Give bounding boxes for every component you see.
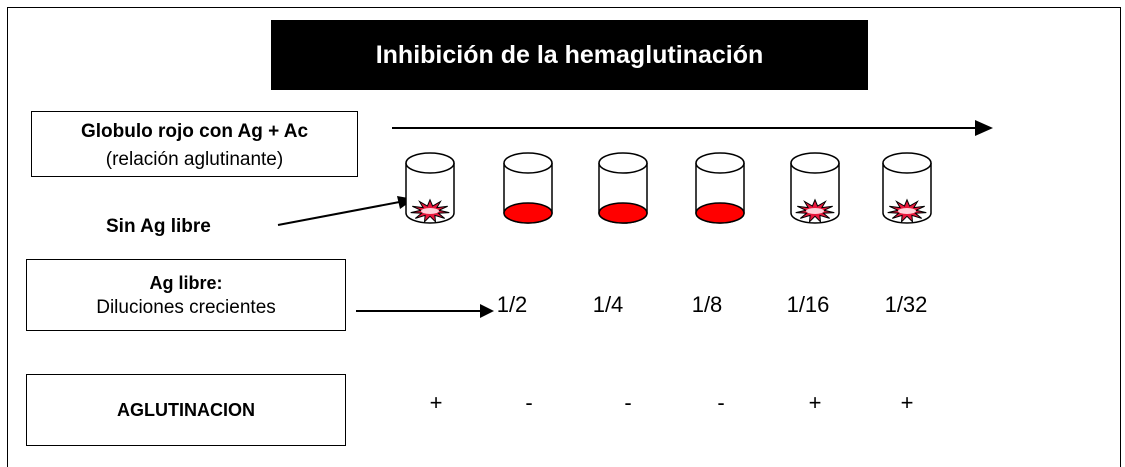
agglutination-highlight [898,208,916,214]
red-cell-sediment [695,202,745,224]
red-cell-sediment [503,202,553,224]
ag-libre-line1: Ag libre: [149,273,223,293]
agglutination-highlight [806,208,824,214]
ag-libre-arrowhead [480,304,494,318]
aglutinacion-box: AGLUTINACION [26,374,346,446]
dilution-label: 1/32 [884,292,928,317]
sin-ag-libre-label: Sin Ag libre [106,216,211,237]
dilution-label: 1/2 [496,292,528,317]
ag-libre-box: Ag libre: Diluciones crecientes [26,259,346,331]
test-tube [503,152,553,224]
result-sign: + [900,390,914,415]
test-tube [405,152,455,224]
test-tube [695,152,745,224]
result-sign: + [429,390,443,415]
result-sign: + [808,390,822,415]
test-tube [882,152,932,224]
cells-label-line1: Globulo rojo con Ag + Ac [80,121,309,142]
cells-label-line2: (relación aglutinante) [105,149,284,170]
dilution-direction-arrowhead [975,120,993,136]
dilution-label: 1/8 [691,292,723,317]
ag-libre-line2: Diluciones crecientes [96,297,276,318]
cells-label-box: Globulo rojo con Ag + Ac (relación aglut… [31,111,358,177]
aglutinacion-label: AGLUTINACION [117,399,255,420]
test-tube [598,152,648,224]
result-sign: - [717,390,725,415]
diagram-title: Inhibición de la hemaglutinación [271,20,868,90]
result-sign: - [525,390,533,415]
test-tube [790,152,840,224]
red-cell-sediment [598,202,648,224]
dilution-label: 1/4 [592,292,624,317]
dilution-label: 1/16 [786,292,830,317]
diagram-frame [7,7,1121,467]
agglutination-highlight [421,208,439,214]
sin-ag-arrow [277,199,411,226]
result-sign: - [624,390,632,415]
